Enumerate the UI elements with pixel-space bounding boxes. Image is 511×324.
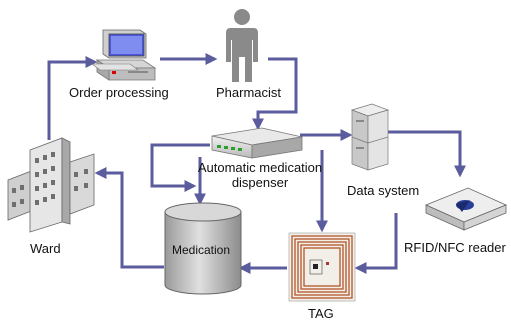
computer-icon: [91, 29, 157, 81]
ward-label: Ward: [30, 241, 61, 256]
arrow-pharmacist-to-dispenser: [252, 57, 298, 131]
rfid-reader-label: RFID/NFC reader: [404, 240, 506, 255]
tag-label: TAG: [308, 306, 334, 321]
building-icon: [7, 137, 95, 233]
rfid-reader-icon: [424, 187, 508, 231]
arrow-datasystem-to-reader: [385, 130, 466, 178]
dispenser-label-line1: Automatic medication: [197, 160, 323, 175]
dispenser-label-line2: dispenser: [231, 175, 289, 190]
dispenser-icon: [211, 127, 303, 159]
arrow-ward-to-order: [47, 56, 98, 140]
arrow-medication-to-ward: [94, 167, 164, 269]
dispenser-label: Automatic medication dispenser: [175, 160, 345, 190]
rfid-tag-icon: [288, 232, 356, 302]
order-processing-label: Order processing: [69, 85, 169, 100]
flow-arrows: [47, 53, 466, 274]
pharmacist-label: Pharmacist: [216, 85, 282, 100]
data-system-label: Data system: [347, 183, 420, 198]
person-icon: [226, 9, 258, 82]
arrow-reader-to-tag: [354, 213, 398, 274]
server-icon: [350, 103, 390, 171]
database-cylinder-icon: [164, 202, 242, 295]
arrow-dispenser-to-medication-left: [150, 143, 210, 192]
medication-label: Medication: [172, 243, 231, 257]
